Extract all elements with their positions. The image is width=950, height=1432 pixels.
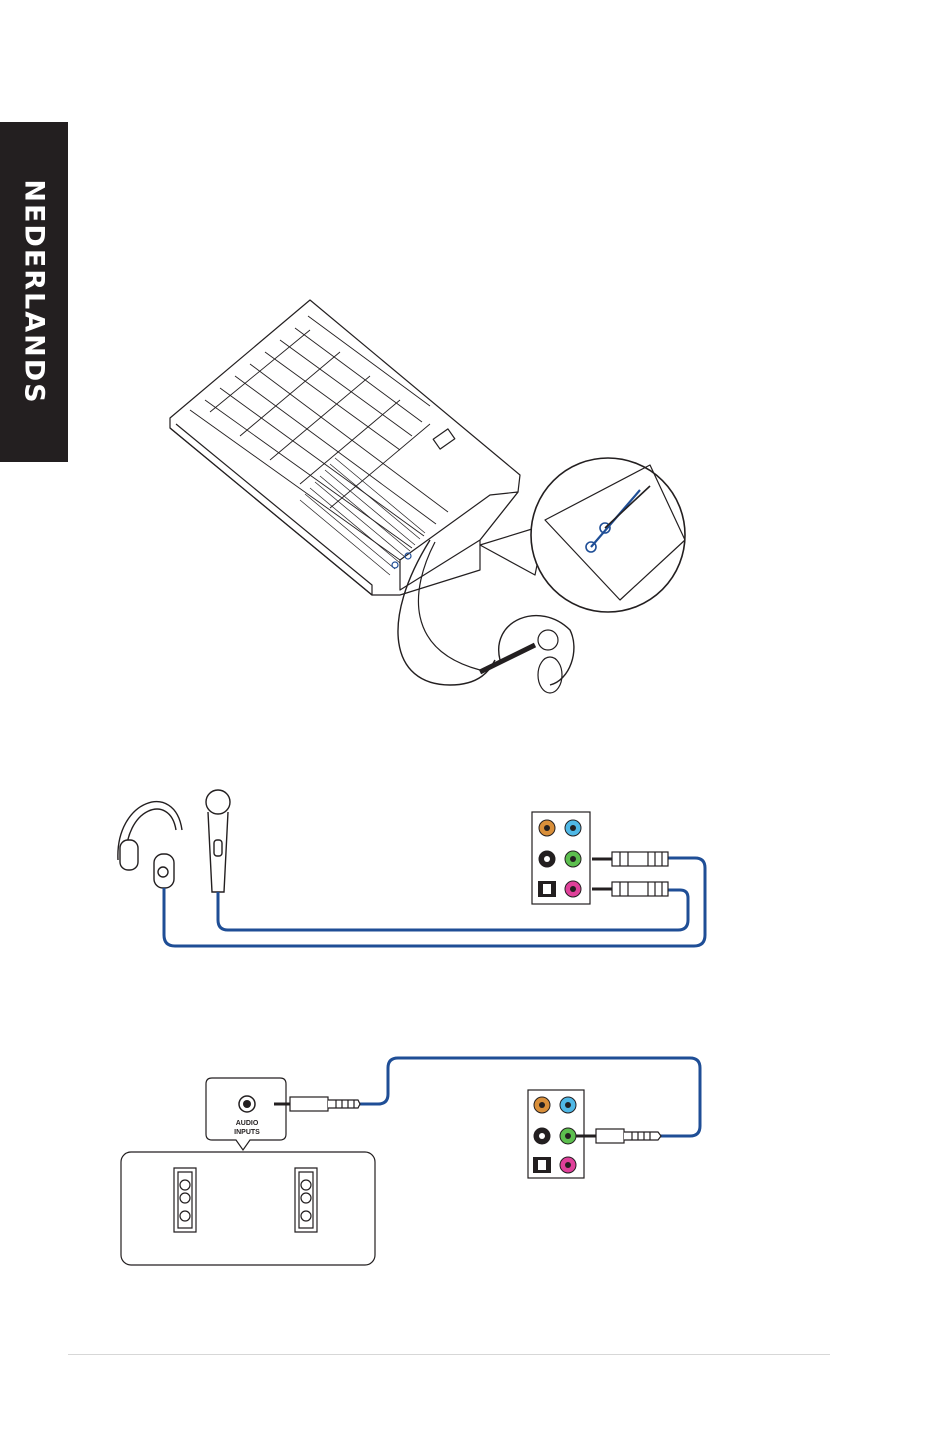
chassis-outline [170, 300, 520, 595]
language-label: NEDERLANDS [19, 179, 50, 404]
speaker-connection-diagram: AUDIO INPUTS [110, 1050, 720, 1275]
zoom-callout [531, 458, 685, 612]
language-side-tab: NEDERLANDS [0, 122, 68, 462]
footer-divider [68, 1354, 830, 1355]
audio-inputs-label-line1: AUDIO [236, 1120, 259, 1127]
microphone-icon [206, 790, 230, 892]
headphone-cable [164, 858, 705, 946]
audio-plug-icon [592, 852, 668, 896]
audio-jack-panel-icon [528, 1090, 584, 1178]
headphones-icon [118, 802, 182, 888]
headset-icon [480, 616, 574, 693]
speaker-icon [295, 1168, 317, 1232]
audio-plug-icon [274, 1097, 360, 1111]
audio-jack-panel-icon [532, 812, 590, 904]
headphone-mic-connection-diagram [100, 780, 730, 960]
speaker-box [121, 1152, 375, 1265]
audio-inputs-callout: AUDIO INPUTS [206, 1078, 286, 1150]
speaker-icon [174, 1168, 196, 1232]
audio-plug-icon [576, 1129, 661, 1143]
audio-inputs-label-line2: INPUTS [234, 1129, 260, 1136]
device-headset-illustration [150, 290, 710, 700]
